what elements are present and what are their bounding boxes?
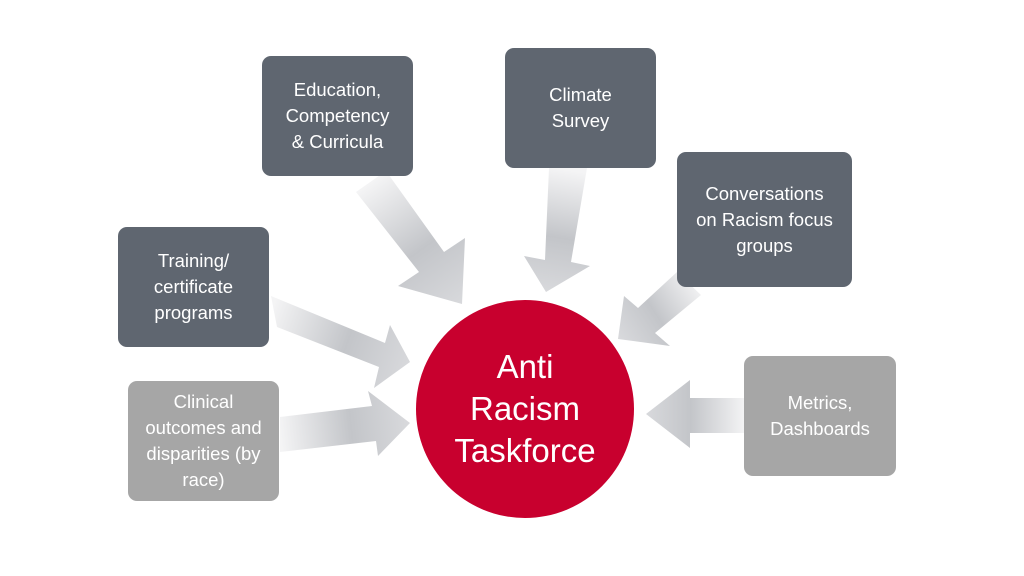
node-training-certificate-programs: Training/ certificate programs <box>118 227 269 347</box>
node-metrics-dashboards: Metrics, Dashboards <box>744 356 896 476</box>
node-climate-survey: Climate Survey <box>505 48 656 168</box>
arrow-metrics <box>646 380 745 448</box>
center-anti-racism-taskforce: Anti Racism Taskforce <box>416 300 634 518</box>
node-conversations-on-racism: Conversations on Racism focus groups <box>677 152 852 287</box>
arrow-education <box>356 171 465 304</box>
arrow-climate-survey <box>524 168 590 292</box>
node-education-competency-curricula: Education, Competency & Curricula <box>262 56 413 176</box>
arrow-clinical-outcomes <box>280 391 410 456</box>
node-clinical-outcomes-disparities: Clinical outcomes and disparities (by ra… <box>128 381 279 501</box>
arrow-conversations <box>618 272 701 346</box>
arrow-training <box>271 296 410 388</box>
